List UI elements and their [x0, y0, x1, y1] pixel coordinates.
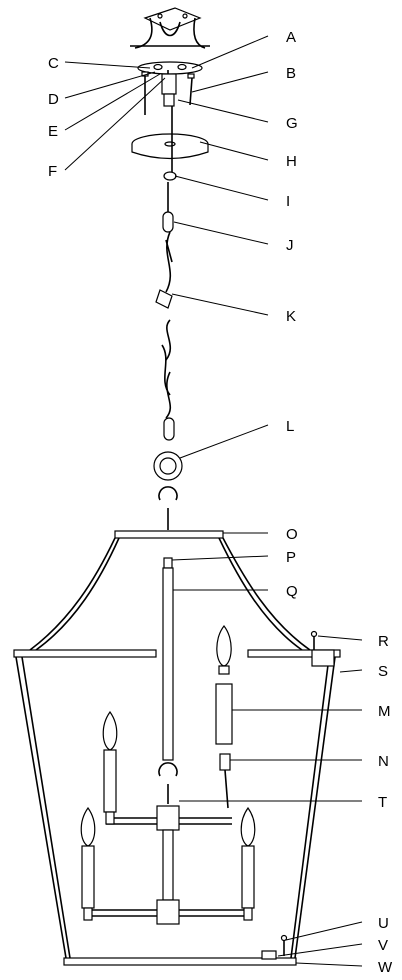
candle-right-lower: [240, 806, 256, 921]
candle-left-lower: [80, 806, 96, 921]
mounting-screws: [141, 71, 195, 115]
label-t: T: [378, 794, 387, 811]
label-j: J: [286, 237, 294, 254]
candle-upper: [215, 625, 233, 809]
label-g: G: [286, 115, 298, 132]
label-w: W: [378, 959, 393, 976]
label-d: D: [48, 91, 59, 108]
label-u: U: [378, 915, 389, 932]
canopy: [131, 106, 209, 172]
label-i: I: [286, 193, 290, 210]
label-f: F: [48, 163, 57, 180]
crossbar: [137, 61, 203, 75]
label-k: K: [286, 308, 296, 325]
label-r: R: [378, 633, 389, 650]
rotation-arrow-top: [158, 486, 178, 530]
label-q: Q: [286, 583, 298, 600]
finial-bracket-screw: [310, 630, 335, 667]
callout-labels: A B C D E F G H I J K L O P Q R S M N T …: [48, 29, 393, 976]
ground-screw: [161, 70, 177, 107]
bottom-screw: [280, 934, 288, 956]
leader-lines: [64, 35, 363, 967]
label-n: N: [378, 753, 389, 770]
label-c: C: [48, 55, 59, 72]
label-h: H: [286, 153, 297, 170]
label-m: M: [378, 703, 391, 720]
mounting-bracket: [130, 7, 210, 49]
candle-left-upper: [102, 710, 118, 825]
label-o: O: [286, 526, 298, 543]
label-l: L: [286, 418, 294, 435]
label-b: B: [286, 65, 296, 82]
center-rod: [162, 557, 174, 761]
cluster-body: [92, 805, 246, 925]
label-a: A: [286, 29, 296, 46]
lantern-frame: [13, 530, 341, 966]
label-e: E: [48, 123, 58, 140]
chain: [153, 171, 183, 481]
rotation-arrow-bottom: [158, 762, 178, 804]
label-p: P: [286, 549, 296, 566]
label-s: S: [378, 663, 388, 680]
label-v: V: [378, 937, 388, 954]
